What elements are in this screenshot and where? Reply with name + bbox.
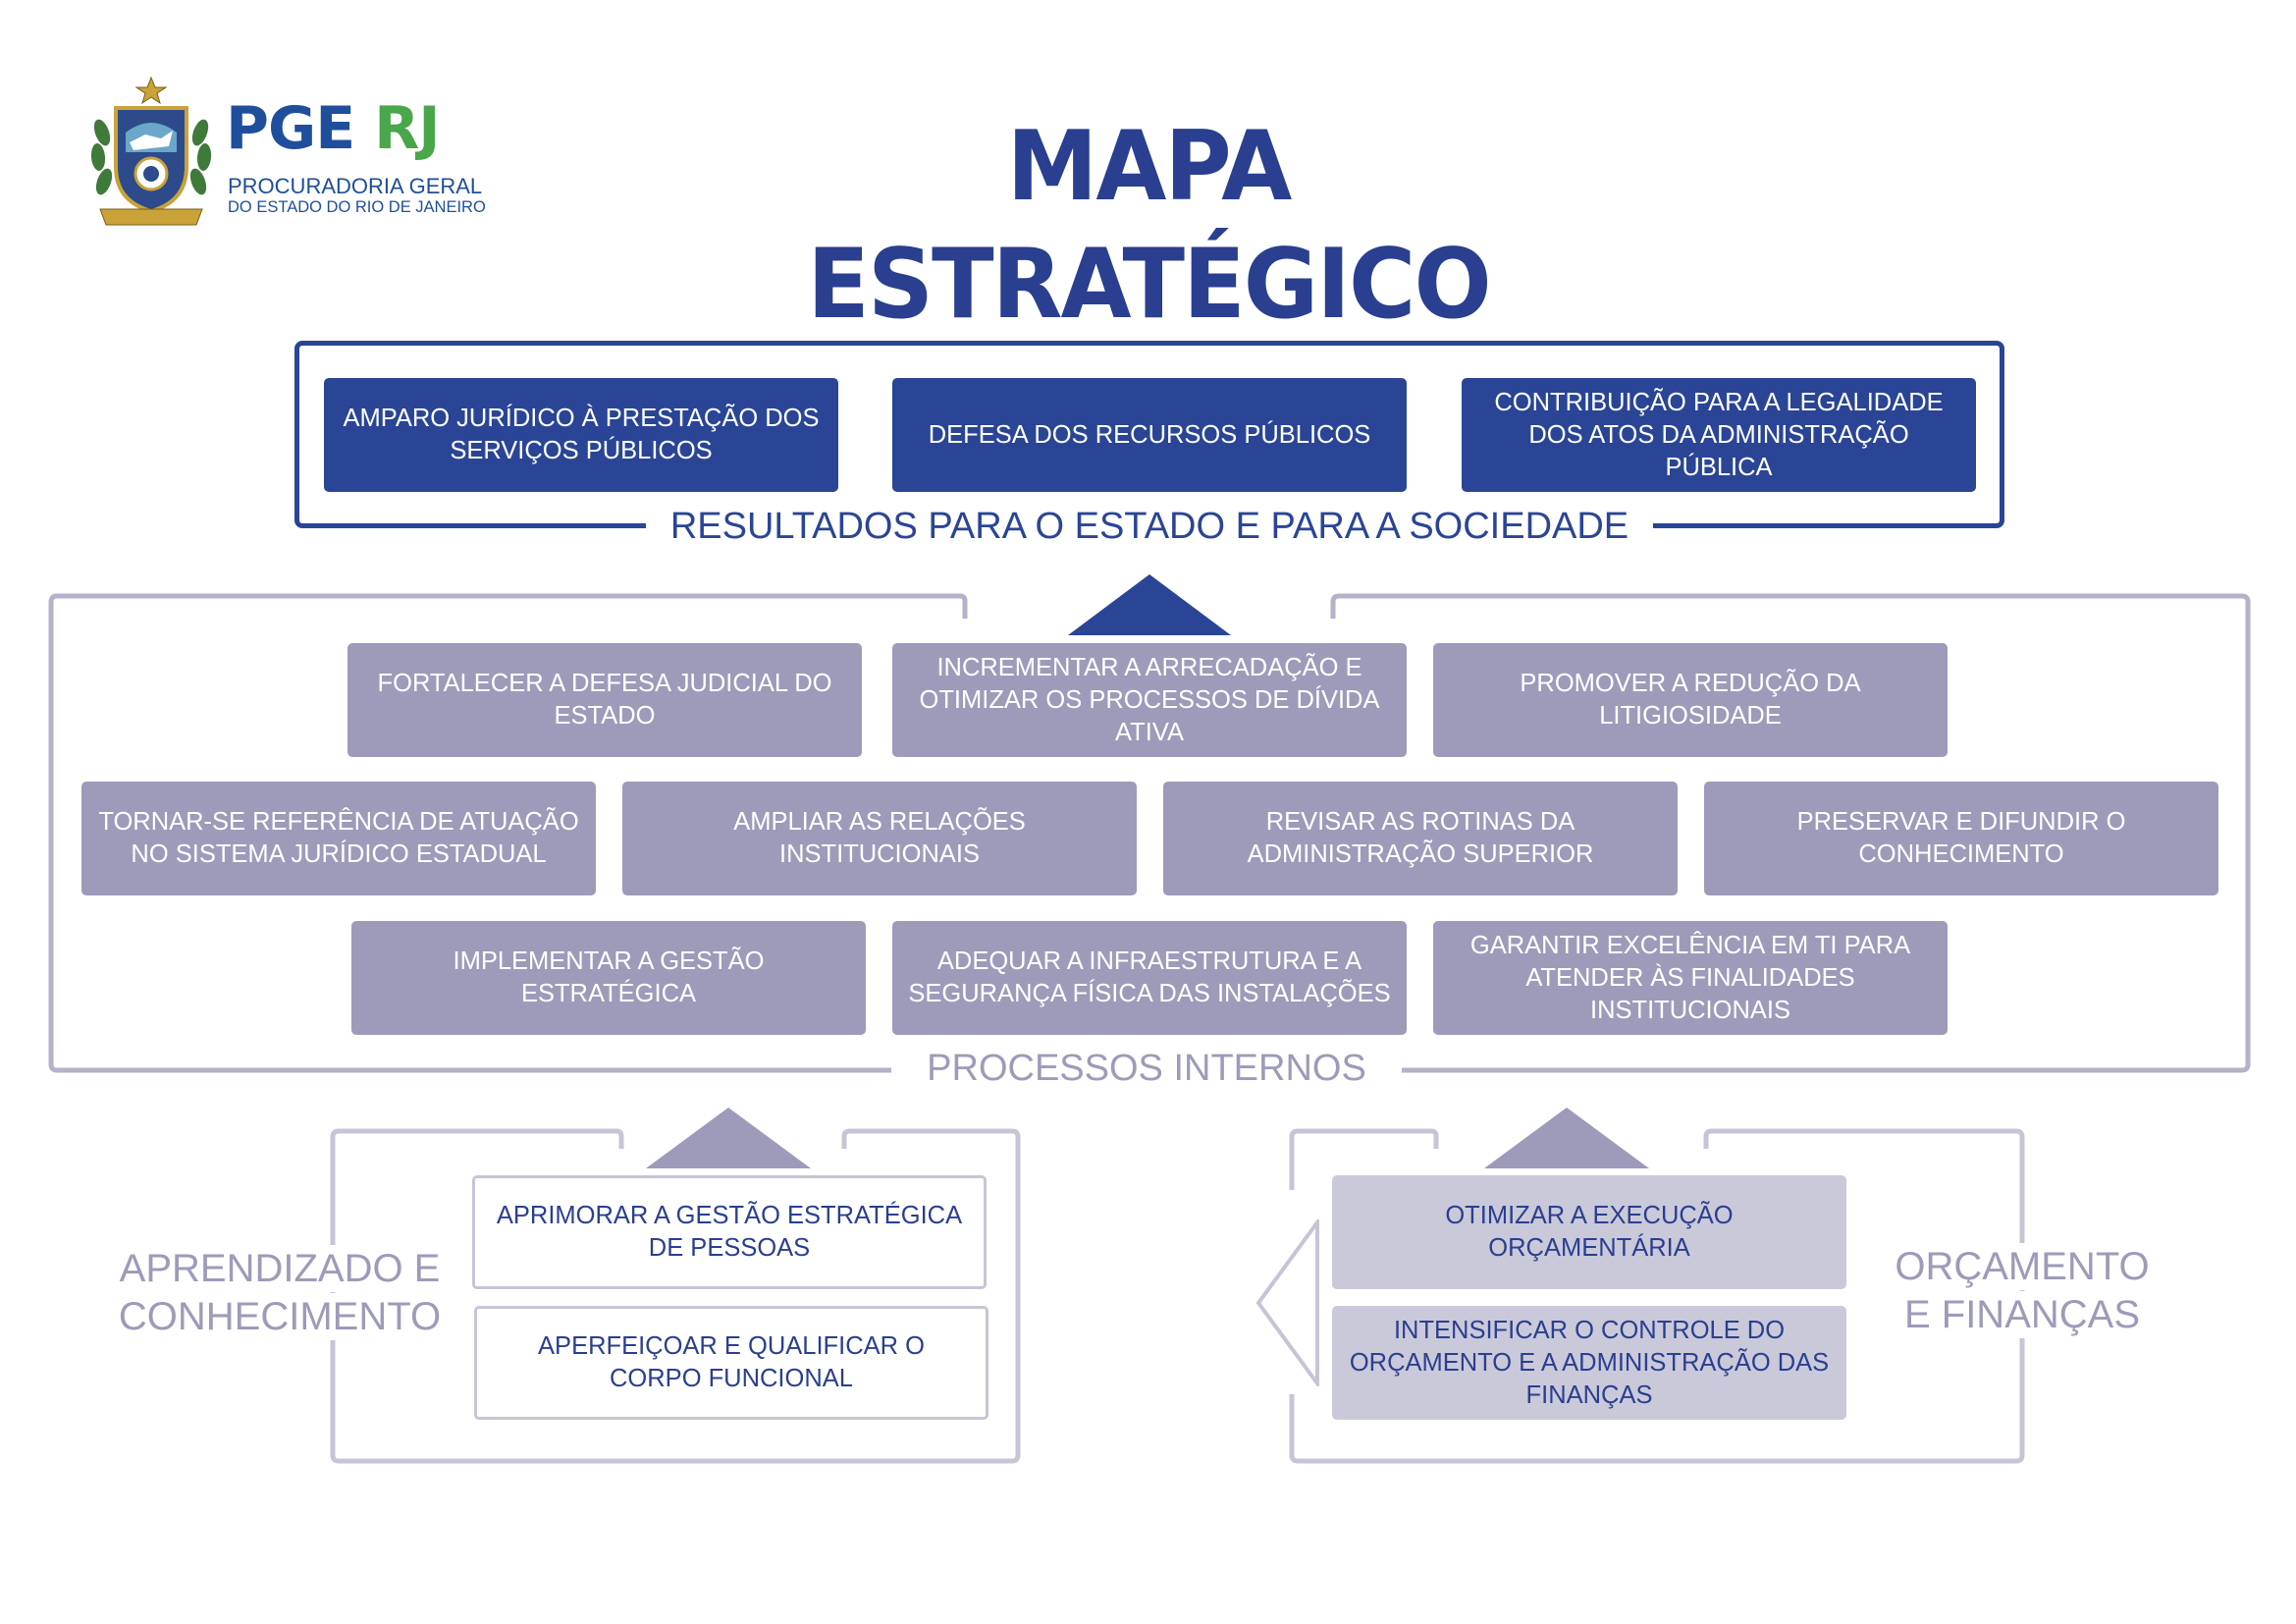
budget-label-line1: ORÇAMENTO	[1865, 1243, 2179, 1290]
process-box-3: PROMOVER A REDUÇÃO DA LITIGIOSIDADE	[1433, 643, 1948, 757]
coat-of-arms-seal-icon	[90, 76, 212, 226]
budget-arrow-left-icon	[1255, 1219, 1319, 1386]
page-title: MAPA ESTRATÉGICO	[807, 111, 1491, 341]
results-label: RESULTADOS PARA O ESTADO E PARA A SOCIED…	[646, 501, 1653, 552]
budget-label-line2: E FINANÇAS	[1865, 1291, 2179, 1338]
learning-label-line1: APRENDIZADO E	[103, 1245, 456, 1292]
logo-pge: PGE RJ	[226, 94, 441, 163]
budget-box-1: OTIMIZAR A EXECUÇÃO ORÇAMENTÁRIA	[1332, 1175, 1846, 1289]
arrow-up-icon	[1068, 574, 1231, 635]
process-box-8: IMPLEMENTAR A GESTÃO ESTRATÉGICA	[351, 921, 866, 1035]
process-box-2: INCREMENTAR A ARRECADAÇÃO E OTIMIZAR OS …	[892, 643, 1407, 757]
process-box-7: PRESERVAR E DIFUNDIR O CONHECIMENTO	[1704, 782, 2218, 895]
result-box-3: CONTRIBUIÇÃO PARA A LEGALIDADE DOS ATOS …	[1462, 378, 1976, 492]
logo: PGE RJ PROCURADORIA GERAL DO ESTADO DO R…	[86, 69, 486, 236]
logo-rj: RJ	[374, 94, 441, 163]
logo-line1: PROCURADORIA GERAL	[228, 174, 483, 198]
logo-line2: DO ESTADO DO RIO DE JANEIRO	[228, 198, 486, 216]
internal-label: PROCESSOS INTERNOS	[891, 1043, 1402, 1094]
budget-box-2: INTENSIFICAR O CONTROLE DO ORÇAMENTO E A…	[1332, 1306, 1846, 1420]
result-box-1: AMPARO JURÍDICO À PRESTAÇÃO DOS SERVIÇOS…	[324, 378, 838, 492]
process-box-4: TORNAR-SE REFERÊNCIA DE ATUAÇÃO NO SISTE…	[81, 782, 596, 895]
learning-label-line2: CONHECIMENTO	[103, 1293, 456, 1340]
process-box-10: GARANTIR EXCELÊNCIA EM TI PARA ATENDER À…	[1433, 921, 1948, 1035]
process-box-9: ADEQUAR A INFRAESTRUTURA E A SEGURANÇA F…	[892, 921, 1407, 1035]
result-box-2: DEFESA DOS RECURSOS PÚBLICOS	[892, 378, 1407, 492]
process-box-6: REVISAR AS ROTINAS DA ADMINISTRAÇÃO SUPE…	[1163, 782, 1678, 895]
process-box-5: AMPLIAR AS RELAÇÕES INSTITUCIONAIS	[622, 782, 1137, 895]
budget-arrow-up-icon	[1484, 1108, 1649, 1168]
learning-arrow-up-icon	[646, 1108, 811, 1168]
process-box-1: FORTALECER A DEFESA JUDICIAL DO ESTADO	[347, 643, 862, 757]
learning-box-1: APRIMORAR A GESTÃO ESTRATÉGICA DE PESSOA…	[472, 1175, 987, 1289]
learning-box-2: APERFEIÇOAR E QUALIFICAR O CORPO FUNCION…	[474, 1306, 988, 1420]
